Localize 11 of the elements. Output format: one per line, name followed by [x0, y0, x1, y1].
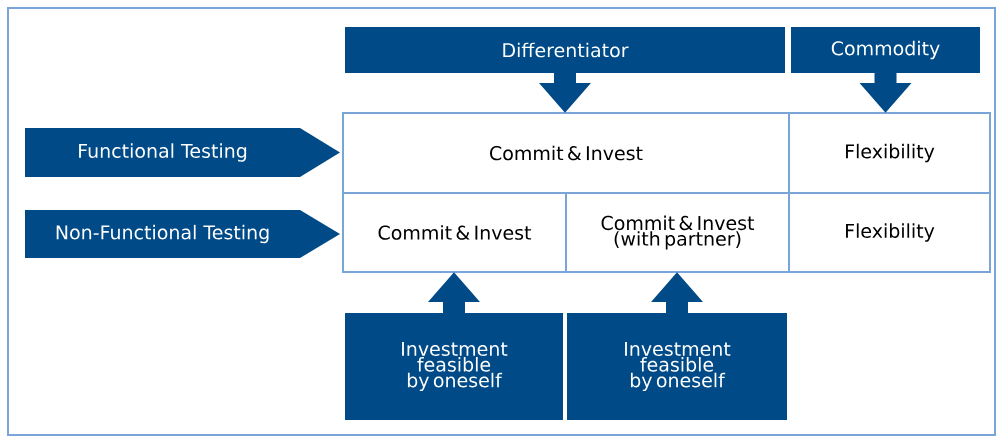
pentagon-arrow-box: Non-Functional Testing	[25, 210, 340, 258]
footer-box: Investment feasible by oneself	[567, 313, 787, 420]
header-box: Differentiator	[345, 27, 785, 73]
matrix-cell: Flexibility	[788, 192, 991, 273]
header-box: Commodity	[791, 27, 980, 73]
matrix-cell: Commit & Invest	[342, 192, 567, 273]
footer-box: Investment feasible by oneself	[345, 313, 563, 420]
matrix-cell: Commit & Invest (with partner)	[565, 192, 790, 273]
pentagon-arrow-box: Functional Testing	[25, 128, 340, 177]
matrix-cell: Commit & Invest	[342, 112, 790, 194]
matrix-cell: Flexibility	[788, 112, 991, 194]
